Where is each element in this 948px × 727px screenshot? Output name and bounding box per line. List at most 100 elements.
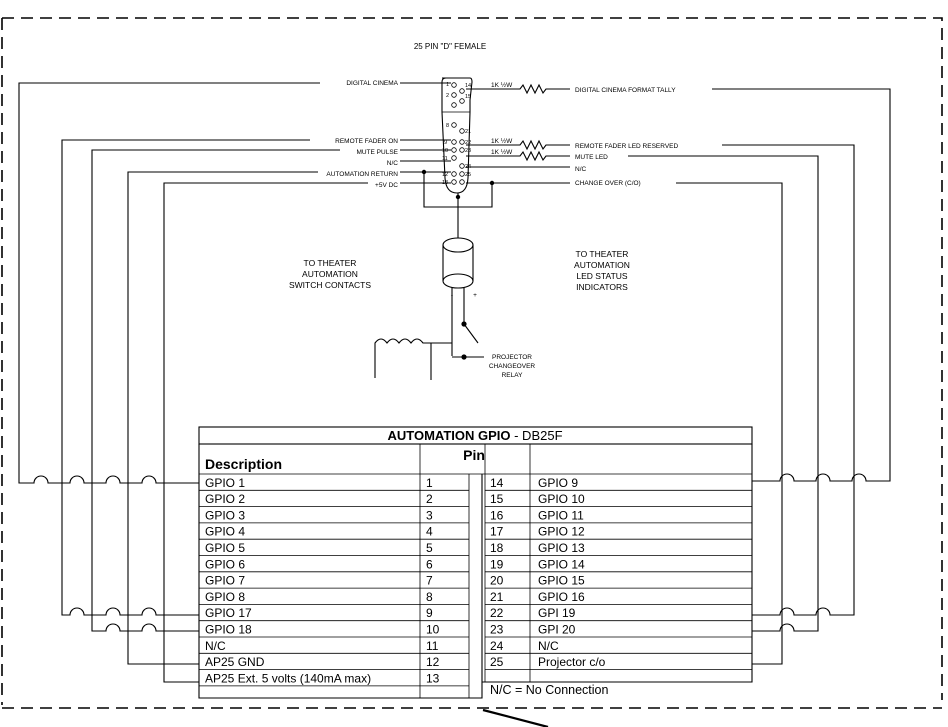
row-description: GPIO 1 xyxy=(205,476,245,490)
led-indicators-label: TO THEATER AUTOMATION LED STATUS INDICAT… xyxy=(574,249,630,292)
cable-and-relay: - + xyxy=(374,172,493,380)
row-description: GPIO 17 xyxy=(205,606,252,620)
table-note: N/C = No Connection xyxy=(490,683,609,697)
row-pin: 25 xyxy=(490,655,504,669)
pin-number: 10 xyxy=(442,148,448,154)
table-row: 23 GPI 20 xyxy=(485,623,752,638)
label-line: PROJECTOR xyxy=(492,354,532,361)
switch-contacts-label: TO THEATER AUTOMATION SWITCH CONTACTS xyxy=(289,258,371,290)
table-row: AP25 Ext. 5 volts (140mA max) 13 xyxy=(199,671,469,687)
row-description: GPIO 13 xyxy=(538,541,585,555)
table-title-main: AUTOMATION GPIO xyxy=(387,428,510,443)
pin-number: 22 xyxy=(465,140,471,146)
row-pin: 13 xyxy=(426,671,440,685)
gpio-table-text: AUTOMATION GPIO - DB25F Description Pin … xyxy=(199,428,752,697)
left-signal-labels: DIGITAL CINEMA REMOTE FADER ON MUTE PULS… xyxy=(326,80,398,189)
row-pin: 23 xyxy=(490,623,504,637)
row-description: GPIO 15 xyxy=(538,574,585,588)
row-pin: 10 xyxy=(426,623,440,637)
label-line: TO THEATER xyxy=(304,258,357,268)
row-pin: 9 xyxy=(426,606,433,620)
resistor-icon xyxy=(466,150,570,162)
row-description: GPIO 3 xyxy=(205,508,245,522)
row-description: GPIO 11 xyxy=(538,508,584,522)
row-description: GPI 20 xyxy=(538,623,576,637)
pin-number: 15 xyxy=(465,94,471,100)
minus-sign: - xyxy=(451,292,453,299)
gpio-table xyxy=(198,426,753,699)
label-mute-pulse: MUTE PULSE xyxy=(356,149,398,156)
resistor-label: 1K ½W xyxy=(491,148,513,156)
table-row: 14 GPIO 9 xyxy=(485,476,752,491)
row-description: GPIO 6 xyxy=(205,557,245,571)
row-description: GPIO 2 xyxy=(205,492,245,506)
row-pin: 8 xyxy=(426,590,433,604)
row-pin: 14 xyxy=(490,476,504,490)
row-description: GPIO 7 xyxy=(205,574,245,588)
row-pin: 3 xyxy=(426,508,433,522)
label-change-over: CHANGE OVER (C/O) xyxy=(575,180,641,187)
label-remote-fader-on: REMOTE FADER ON xyxy=(335,138,398,145)
resistors: 1K ½W 1K ½W 1K ½W xyxy=(466,81,570,162)
label-nc-left: N/C xyxy=(387,160,399,167)
label-5v-dc: +5V DC xyxy=(375,182,398,189)
row-pin: 1 xyxy=(426,476,433,490)
row-description: GPIO 8 xyxy=(205,590,245,604)
label-line: INDICATORS xyxy=(576,282,628,292)
row-pin: 21 xyxy=(490,590,504,604)
label-line: TO THEATER xyxy=(576,249,629,259)
db25-connector: 1 2 14 15 8 21 9 22 10 23 11 24 12 25 13 xyxy=(441,77,473,194)
row-description: AP25 Ext. 5 volts (140mA max) xyxy=(205,671,371,685)
relay-label: PROJECTOR CHANGEOVER RELAY xyxy=(489,354,536,379)
row-pin: 17 xyxy=(490,525,504,539)
row-pin: 18 xyxy=(490,541,504,555)
row-pin: 15 xyxy=(490,492,504,506)
pin-number: 14 xyxy=(465,83,471,89)
row-pin: 16 xyxy=(490,508,504,522)
label-line: RELAY xyxy=(502,372,523,379)
connector-leads xyxy=(400,82,570,200)
row-pin: 12 xyxy=(426,655,440,669)
pin-number: 12 xyxy=(442,172,448,178)
pin-number: 8 xyxy=(446,123,449,129)
row-description: GPIO 12 xyxy=(538,525,585,539)
row-pin: 11 xyxy=(426,639,439,653)
row-description: GPIO 9 xyxy=(538,476,578,490)
row-pin: 24 xyxy=(490,639,504,653)
table-row: 19 GPIO 14 xyxy=(485,557,752,573)
table-row: GPIO 17 9 xyxy=(199,606,469,622)
table-row: GPIO 8 8 xyxy=(199,590,469,605)
table-row: GPIO 3 3 xyxy=(199,508,469,524)
table-title-suffix: - DB25F xyxy=(511,428,563,443)
dashed-border xyxy=(1,17,943,709)
left-routing-wires xyxy=(18,82,368,683)
pin-number: 1 xyxy=(446,82,449,88)
table-title: AUTOMATION GPIO - DB25F xyxy=(387,428,562,443)
label-format-tally: DIGITAL CINEMA FORMAT TALLY xyxy=(575,87,676,94)
row-description: GPIO 14 xyxy=(538,557,585,571)
connector-title: 25 PIN "D" FEMALE xyxy=(414,42,486,51)
row-pin: 19 xyxy=(490,557,504,571)
label-nc-right: N/C xyxy=(575,166,587,173)
row-description: GPI 19 xyxy=(538,606,576,620)
table-row: 16 GPIO 11 xyxy=(485,508,752,524)
resistor-label: 1K ½W xyxy=(491,137,513,145)
row-description: AP25 GND xyxy=(205,655,265,669)
leader-line xyxy=(482,708,549,727)
row-description: GPIO 5 xyxy=(205,541,245,555)
pin-number: 2 xyxy=(446,93,449,99)
column-header-pin: Pin xyxy=(463,447,485,463)
pin-number: 25 xyxy=(465,172,471,178)
